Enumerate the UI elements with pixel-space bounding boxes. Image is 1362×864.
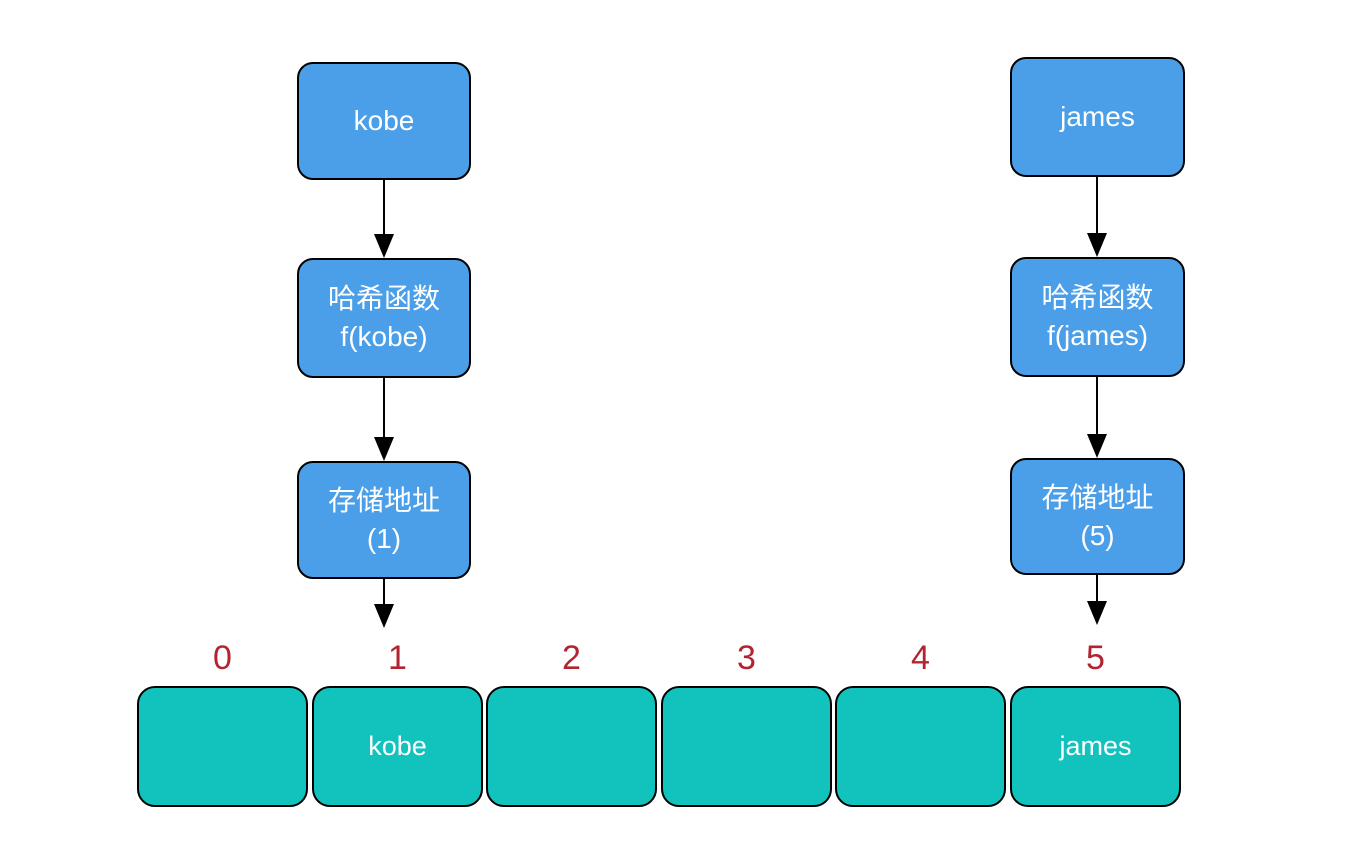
hash-function-label: 哈希函数 <box>327 283 440 314</box>
hash-function-expression: f(james) <box>1046 320 1149 351</box>
array-index-label: 0 <box>213 639 232 677</box>
array-cell-0 <box>137 686 308 807</box>
input-label: kobe <box>353 105 415 136</box>
storage-address-label: 存储地址 <box>327 485 440 516</box>
array-index-label: 3 <box>737 639 756 677</box>
storage-address-value: (1) <box>366 523 402 554</box>
array-cell-1: kobe <box>312 686 483 807</box>
array-cell-2 <box>486 686 657 807</box>
array-cell-3 <box>661 686 832 807</box>
array-cell-5: james <box>1010 686 1181 807</box>
arrow-shaft <box>1095 177 1099 233</box>
array-cell-4 <box>835 686 1006 807</box>
arrow-shaft <box>382 378 386 437</box>
input-label: james <box>1060 101 1135 132</box>
arrow-down <box>1086 377 1108 458</box>
storage-address-value: (5) <box>1080 519 1115 551</box>
array-index-label: 1 <box>388 639 407 677</box>
hash-function-box-james: 哈希函数 f(james) <box>1010 257 1185 377</box>
hash-function-expression: f(kobe) <box>340 321 428 352</box>
storage-address-label: 存储地址 <box>1041 481 1154 513</box>
input-box-kobe: kobe <box>297 62 471 180</box>
arrow-shaft <box>1095 575 1099 601</box>
array-index-label: 4 <box>911 639 930 677</box>
arrow-shaft <box>1095 377 1099 434</box>
arrowhead-down-icon <box>1087 233 1107 257</box>
arrow-down <box>373 579 395 628</box>
arrow-down <box>373 180 395 258</box>
arrowhead-down-icon <box>1087 434 1107 458</box>
arrow-shaft <box>382 579 386 604</box>
input-box-james: james <box>1010 57 1185 177</box>
hash-function-label: 哈希函数 <box>1041 282 1154 313</box>
arrowhead-down-icon <box>374 437 394 461</box>
storage-address-box-james: 存储地址 (5) <box>1010 458 1185 575</box>
hash-function-box-kobe: 哈希函数 f(kobe) <box>297 258 471 378</box>
arrow-down <box>1086 177 1108 257</box>
arrow-shaft <box>382 180 386 234</box>
arrow-down <box>1086 575 1108 625</box>
storage-address-box-kobe: 存储地址 (1) <box>297 461 471 579</box>
arrowhead-down-icon <box>374 234 394 258</box>
array-index-label: 5 <box>1086 639 1105 677</box>
arrowhead-down-icon <box>374 604 394 628</box>
array-index-label: 2 <box>562 639 581 677</box>
arrowhead-down-icon <box>1087 601 1107 625</box>
arrow-down <box>373 378 395 461</box>
